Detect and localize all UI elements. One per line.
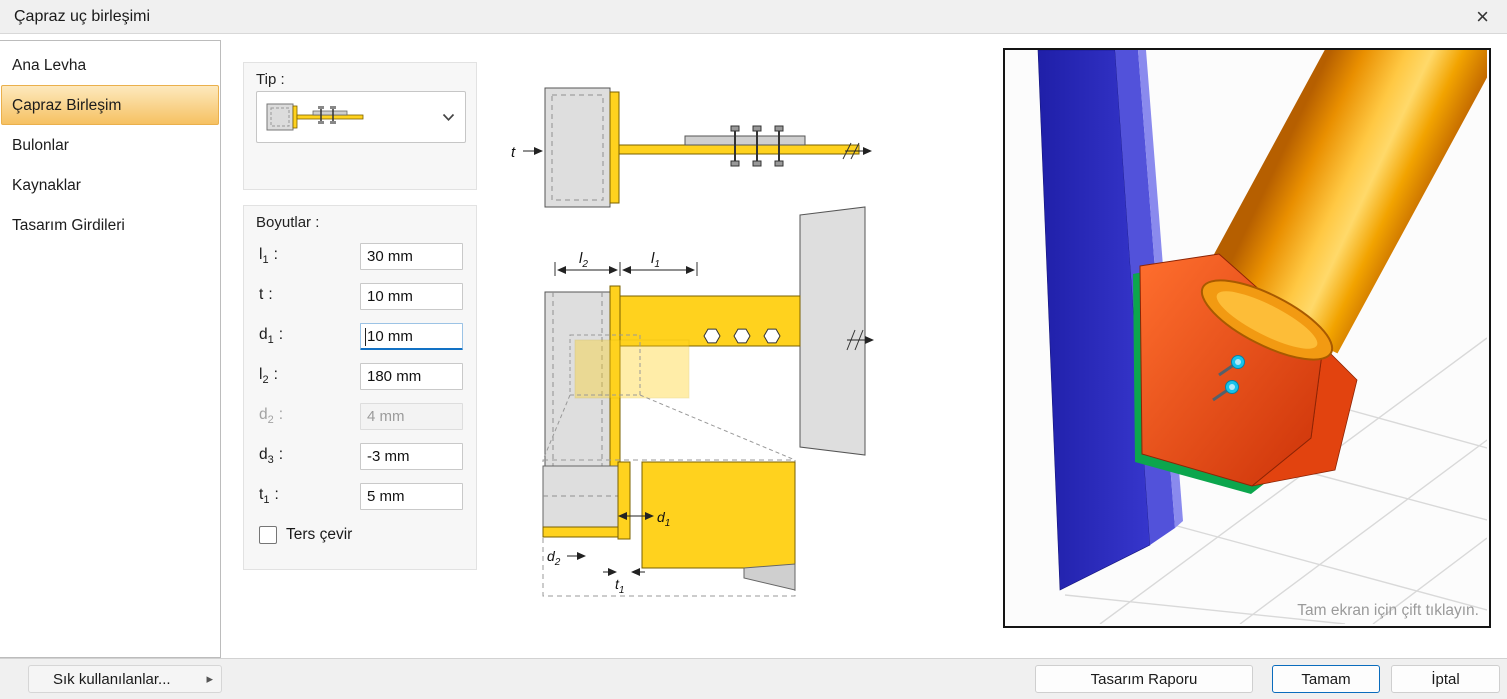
bolt-symbols	[730, 125, 784, 167]
t-input[interactable]	[360, 283, 463, 310]
ok-button[interactable]: Tamam	[1272, 665, 1380, 693]
fullscreen-hint: Tam ekran için çift tıklayın.	[1297, 602, 1479, 619]
field-row-l2: l2:	[259, 362, 463, 391]
invert-checkbox-label: Ters çevir	[286, 526, 353, 543]
t1-input[interactable]	[360, 483, 463, 510]
bolt-hexagons	[703, 328, 781, 344]
svg-text:d2: d2	[547, 548, 561, 568]
text-caret	[365, 328, 366, 346]
field-label-d1: d1:	[259, 326, 284, 347]
dimensions-group: Boyutlar : l1: t: d1: l2: d2: d3: t1:	[243, 205, 477, 570]
l1-input[interactable]	[360, 243, 463, 270]
title-bar: Çapraz uç birleşimi ×	[0, 0, 1507, 34]
svg-text:l2: l2	[579, 250, 588, 270]
diagram-detail-view: d1 d2 t1	[542, 459, 796, 597]
sidebar-item-ana-levha[interactable]: Ana Levha	[12, 57, 87, 74]
field-row-t: t:	[259, 282, 463, 311]
field-label-l2: l2:	[259, 366, 278, 387]
field-label-t: t:	[259, 286, 273, 304]
invert-checkbox[interactable]	[259, 526, 277, 544]
type-group-title: Tip :	[256, 71, 285, 88]
3d-render	[1005, 0, 1506, 625]
d3-input[interactable]	[360, 443, 463, 470]
cancel-button[interactable]: İptal	[1391, 665, 1500, 693]
field-label-l1: l1:	[259, 246, 278, 267]
diagram-plan-view: l2 l1	[542, 206, 874, 479]
ok-button-label: Tamam	[1301, 670, 1351, 688]
svg-text:t: t	[511, 144, 516, 161]
field-row-l1: l1:	[259, 242, 463, 271]
invert-checkbox-row: Ters çevir	[259, 526, 463, 544]
gusset-plates	[1133, 253, 1358, 494]
type-group: Tip :	[243, 62, 477, 190]
field-row-d2: d2:	[259, 402, 463, 431]
connection-diagram: t l2 l1 d1 d2	[511, 87, 874, 597]
dimensions-group-title: Boyutlar :	[256, 214, 320, 231]
field-label-d3: d3:	[259, 446, 284, 467]
sidebar-item-tasarim-girdileri[interactable]: Tasarım Girdileri	[12, 217, 125, 234]
connection-diagram-panel: t l2 l1 d1 d2	[489, 64, 911, 628]
favorites-button[interactable]: Sık kullanılanlar... ▸	[28, 665, 222, 693]
sidebar-item-capraz-birlesim[interactable]: Çapraz Birleşim	[1, 85, 219, 125]
3d-viewport[interactable]: Tam ekran için çift tıklayın.	[1003, 0, 1506, 628]
field-label-d2: d2:	[259, 406, 284, 427]
dialog-footer: Sık kullanılanlar... ▸ Tasarım Raporu Ta…	[0, 658, 1507, 699]
design-report-button[interactable]: Tasarım Raporu	[1035, 665, 1253, 693]
d1-input[interactable]	[360, 323, 463, 350]
brace-tube	[1196, 0, 1506, 354]
l2-input[interactable]	[360, 363, 463, 390]
dimension-rows: l1: t: d1: l2: d2: d3: t1:	[259, 242, 463, 544]
sidebar-item-bulonlar[interactable]: Bulonlar	[12, 137, 69, 154]
sidebar-item-kaynaklar[interactable]: Kaynaklar	[12, 177, 81, 194]
chevron-down-icon	[442, 113, 455, 122]
field-row-d1: d1:	[259, 322, 463, 351]
favorites-expand-icon[interactable]: ▸	[206, 671, 213, 686]
field-label-t1: t1:	[259, 486, 279, 507]
close-icon[interactable]: ×	[1476, 3, 1489, 29]
svg-text:l1: l1	[651, 250, 660, 270]
field-row-t1: t1:	[259, 482, 463, 511]
field-row-d3: d3:	[259, 442, 463, 471]
favorites-button-label: Sık kullanılanlar...	[53, 670, 171, 688]
connection-type-thumbnail	[266, 103, 364, 131]
diagram-side-view: t	[511, 87, 872, 208]
category-sidebar: Ana Levha Çapraz Birleşim Bulonlar Kayna…	[0, 40, 221, 658]
svg-text:d1: d1	[657, 509, 670, 529]
d2-input	[360, 403, 463, 430]
design-report-button-label: Tasarım Raporu	[1090, 670, 1198, 688]
window-title: Çapraz uç birleşimi	[14, 7, 151, 25]
svg-text:t1: t1	[615, 576, 624, 596]
bolts-3d	[1212, 355, 1245, 402]
connection-type-select[interactable]	[256, 91, 466, 143]
cancel-button-label: İptal	[1431, 670, 1460, 688]
